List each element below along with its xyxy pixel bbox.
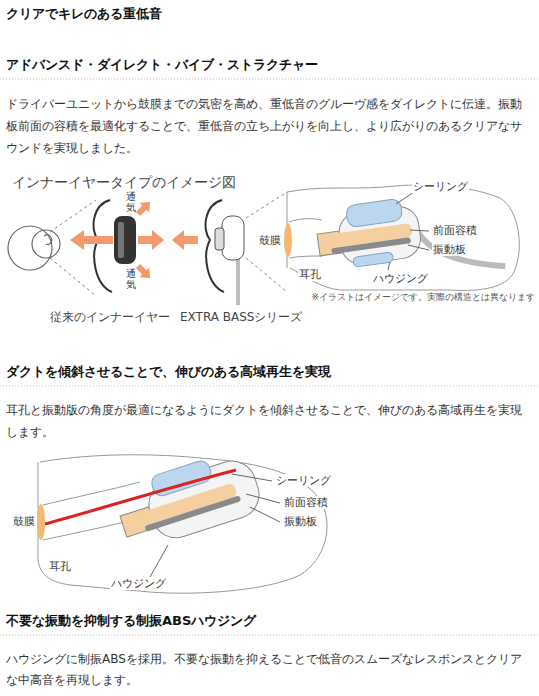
leader-line (408, 245, 429, 250)
earphone-section (331, 237, 411, 254)
body-text: ドライバーユニットから鼓膜までの気密を高め、重低音のグルーヴ感をダイレクトに伝達… (6, 93, 533, 159)
section-rule (0, 79, 539, 635)
ear-outline (94, 200, 112, 292)
ear-outline (94, 200, 224, 292)
airflow-arrow (138, 230, 164, 250)
conventional-earbud (114, 216, 136, 264)
leader-line (388, 262, 390, 270)
head-icon (32, 230, 60, 258)
zoom-line (50, 192, 287, 296)
zoom-line (50, 200, 96, 232)
leader-line (388, 192, 429, 270)
part-label: 耳孔 (48, 560, 72, 573)
part-label: ハウジング (372, 272, 429, 285)
sound-path (45, 470, 236, 524)
body-text: ハウジングに制振ABSを採用。不要な振動を抑えることで低音のスムーズなレスポンス… (6, 649, 533, 691)
section-heading: 不要な振動を抑制する制振ABSハウジング (6, 613, 256, 629)
extra-bass-earbud (215, 228, 224, 250)
airflow-arrow (133, 197, 155, 219)
section-rule (0, 635, 539, 636)
ear-cross-section (289, 219, 322, 222)
extra-bass-earbud (215, 216, 244, 305)
zoom-line (246, 192, 287, 218)
zoom-line (246, 258, 287, 292)
part-label: 振動板 (283, 515, 318, 528)
ear-cross-section (284, 185, 519, 291)
ear-cross-section (289, 256, 322, 258)
part-label: シーリング (412, 180, 469, 193)
ear-cross-section (287, 185, 519, 291)
zoom-line (50, 258, 96, 296)
part-label: 鼓膜 (258, 234, 282, 247)
leader-line (150, 474, 280, 577)
part-label: 耳孔 (298, 268, 322, 281)
airflow-arrow (172, 230, 198, 250)
section-rule (0, 386, 539, 387)
conventional-earbud (118, 222, 124, 258)
airflow-label: 通気 (126, 191, 136, 213)
part-label: シーリング (275, 474, 332, 487)
section-heading: アドバンスド・ダイレクト・バイブ・ストラクチャー (6, 57, 318, 73)
ear-cross-section (37, 504, 45, 540)
extra-bass-earbud (236, 258, 240, 305)
figure-label: 従来のインナーイヤー (50, 310, 170, 325)
note: ※イラストはイメージです。実際の構造とは異なります (311, 292, 535, 303)
earphone-section (144, 495, 241, 532)
body-text: 耳孔と振動版の角度が最適になるようにダクトを傾斜させることで、伸びのある高域再生… (6, 399, 533, 443)
page-title: クリアでキレのある重低音 (6, 6, 162, 22)
head-icon (44, 235, 52, 245)
figure-label: EXTRA BASSシリーズ (180, 310, 302, 325)
leader-line (232, 474, 272, 481)
part-label: 鼓膜 (12, 515, 36, 528)
head-icon (8, 226, 60, 270)
leader-line (396, 192, 414, 204)
airflow-arrow (70, 230, 113, 250)
earphone-section (314, 185, 506, 292)
section-heading: ダクトを傾斜させることで、伸びのある高域再生を実現 (6, 364, 331, 380)
section-rule (0, 79, 539, 80)
ear-cross-section (284, 223, 292, 257)
figure-caption: インナーイヤータイプのイメージ図 (12, 174, 236, 191)
conventional-earbud (114, 216, 136, 264)
extra-bass-earbud (222, 216, 244, 260)
earphone-section (345, 198, 403, 227)
part-label: 振動板 (432, 243, 467, 256)
airflow-label: 通気 (126, 268, 136, 290)
leader-line (150, 545, 168, 577)
earphone-section (353, 252, 394, 267)
leader-line (410, 230, 429, 231)
part-label: 前面容積 (283, 496, 329, 509)
leader-line (246, 494, 280, 503)
leader-line (250, 507, 280, 522)
part-label: 前面容積 (432, 224, 478, 237)
part-label: ハウジング (110, 577, 167, 590)
ear-outline (206, 200, 224, 292)
head-icon (8, 226, 52, 270)
airflow-arrow (133, 261, 155, 283)
earphone-section (418, 221, 506, 278)
